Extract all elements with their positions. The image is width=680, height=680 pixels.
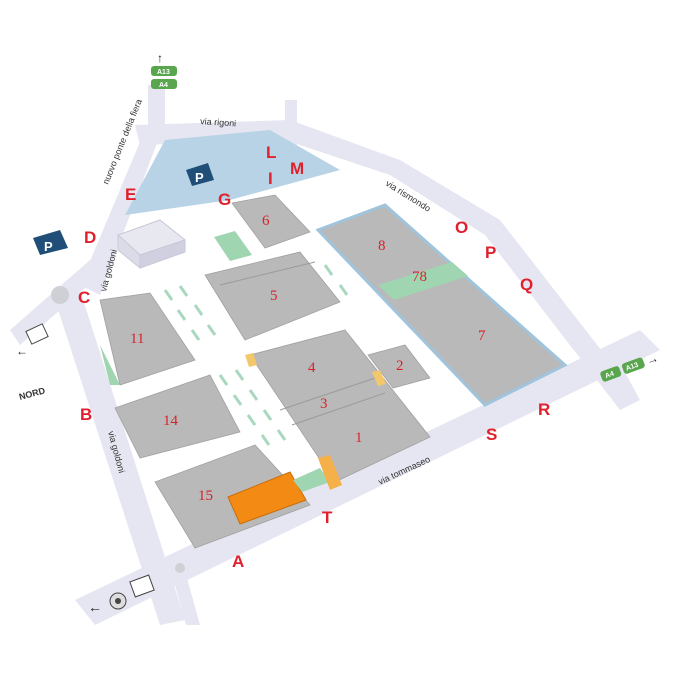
hall-label: 6 bbox=[262, 213, 270, 229]
highway-badge: A13 bbox=[625, 362, 640, 373]
entrance-b[interactable]: B bbox=[80, 405, 92, 424]
hall-label: 4 bbox=[308, 360, 316, 376]
yellow-connector bbox=[372, 370, 386, 386]
hall-label: 3 bbox=[320, 396, 328, 412]
highway-badges-top[interactable]: ↑ A13 A4 bbox=[151, 51, 177, 89]
hall-label: 7 bbox=[478, 328, 486, 344]
arrow-icon: ↑ bbox=[157, 51, 163, 65]
entrance-d[interactable]: D bbox=[84, 228, 96, 247]
station-icons[interactable]: ← bbox=[88, 574, 155, 615]
bus-icon bbox=[129, 574, 155, 598]
entrance-c[interactable]: C bbox=[78, 288, 90, 307]
highway-badge: A4 bbox=[159, 82, 168, 89]
road-via-tommaseo[interactable] bbox=[75, 330, 660, 625]
hall-11[interactable] bbox=[99, 292, 196, 386]
hall-label: 11 bbox=[130, 331, 144, 347]
orange-connector bbox=[318, 455, 342, 490]
road-via-goldoni[interactable] bbox=[55, 290, 185, 625]
hall-divider bbox=[279, 377, 376, 411]
entrance-i[interactable]: I bbox=[268, 169, 273, 188]
hall-label: 1 bbox=[355, 430, 363, 446]
road-west[interactable] bbox=[10, 260, 100, 345]
highway-badge: A13 bbox=[157, 69, 170, 76]
entrance-o[interactable]: O bbox=[455, 218, 468, 237]
road-label: via rigoni bbox=[200, 116, 237, 128]
hall-8-7[interactable] bbox=[315, 203, 568, 407]
entrances: A B C D E G I L M O P Q R S T bbox=[78, 143, 550, 571]
north-label: NORD bbox=[18, 385, 47, 402]
green-pavilion[interactable] bbox=[214, 231, 252, 261]
hall-78-link[interactable] bbox=[378, 262, 468, 300]
roundabout bbox=[51, 286, 69, 304]
parking-area[interactable] bbox=[125, 130, 340, 215]
road-north-right[interactable] bbox=[285, 100, 297, 150]
entrance-p[interactable]: P bbox=[485, 243, 496, 262]
train-station-icon bbox=[115, 598, 121, 604]
roads bbox=[10, 85, 660, 625]
entrance-t[interactable]: T bbox=[322, 508, 333, 527]
entrance-a[interactable]: A bbox=[232, 552, 244, 571]
west-icons[interactable]: ← bbox=[16, 323, 49, 358]
hall-2[interactable] bbox=[367, 344, 431, 389]
green-area bbox=[100, 345, 120, 385]
hall-label: 5 bbox=[270, 288, 278, 304]
hall-label: 78 bbox=[412, 269, 427, 285]
road-south[interactable] bbox=[168, 560, 200, 625]
walkway-stripes bbox=[163, 264, 349, 446]
entrance-r[interactable]: R bbox=[538, 400, 550, 419]
arrow-icon: ← bbox=[16, 344, 28, 358]
roundabout bbox=[175, 563, 185, 573]
entrance-q[interactable]: Q bbox=[520, 275, 533, 294]
green-connector bbox=[293, 468, 330, 492]
parking-sign[interactable]: P bbox=[33, 230, 68, 255]
entrance-s[interactable]: S bbox=[486, 425, 497, 444]
hall-label: 2 bbox=[396, 358, 404, 374]
road-north[interactable] bbox=[148, 85, 165, 135]
hall-4-3-1[interactable] bbox=[249, 329, 431, 483]
hall-6[interactable] bbox=[231, 194, 311, 249]
entrance-l[interactable]: L bbox=[266, 143, 276, 162]
road-bridge[interactable] bbox=[80, 130, 160, 295]
arrow-icon: ← bbox=[88, 599, 102, 615]
hall-14[interactable] bbox=[114, 374, 241, 459]
hall-label: 14 bbox=[163, 413, 179, 429]
hall-label: 15 bbox=[198, 488, 213, 504]
orange-pavilion[interactable] bbox=[227, 471, 307, 525]
hall-divider bbox=[291, 392, 386, 426]
hall-5[interactable] bbox=[204, 251, 341, 341]
highway-badge: A4 bbox=[604, 370, 615, 380]
entrance-g[interactable]: G bbox=[218, 190, 231, 209]
hall-label: 8 bbox=[378, 238, 386, 254]
bus-icon bbox=[25, 323, 49, 345]
entrance-m[interactable]: M bbox=[290, 159, 304, 178]
highway-badges-right[interactable]: A4 A13 → bbox=[599, 351, 660, 385]
yellow-connector bbox=[245, 353, 257, 367]
parking-icon: P bbox=[195, 170, 204, 185]
office-building bbox=[117, 219, 187, 270]
parking-icon: P bbox=[44, 239, 53, 254]
arrow-icon: → bbox=[644, 351, 660, 368]
entrance-e[interactable]: E bbox=[125, 185, 136, 204]
parking-sign[interactable]: P bbox=[186, 163, 214, 186]
hall-divider bbox=[219, 261, 316, 286]
